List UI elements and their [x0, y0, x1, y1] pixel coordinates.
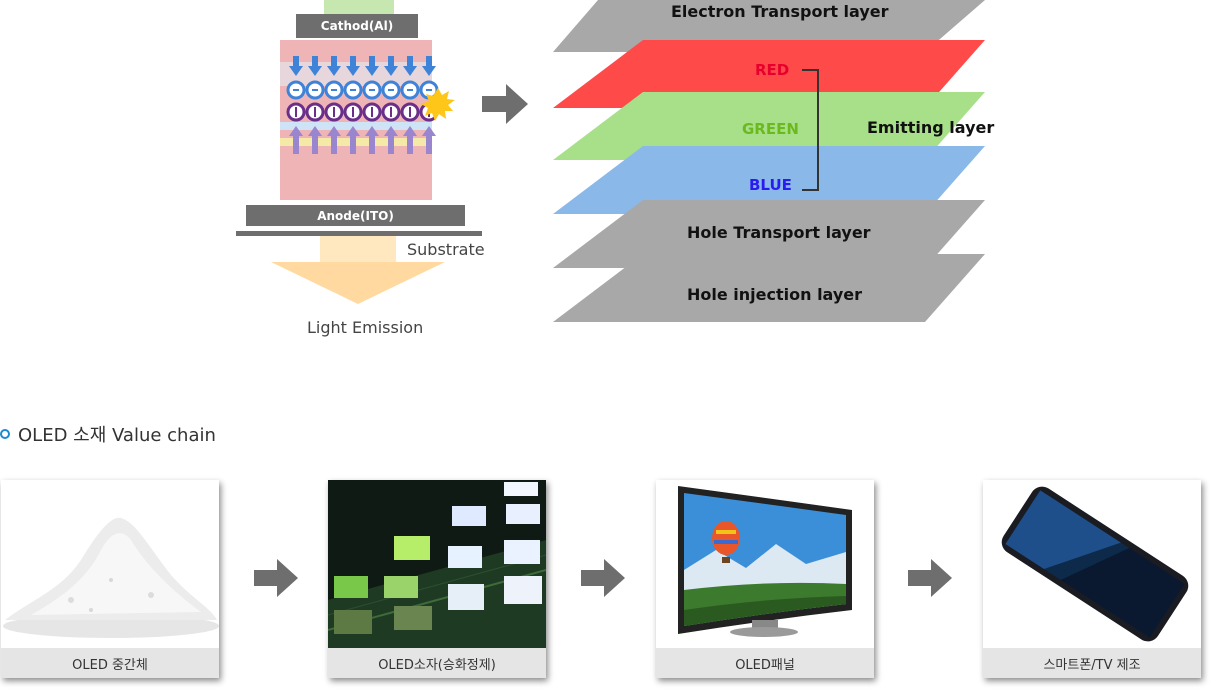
value-chain-title: OLED 소재 Value chain — [18, 425, 216, 446]
hole-transport-label: Hole Transport layer — [687, 223, 871, 242]
circle-bullet-icon — [0, 429, 10, 439]
green-label: GREEN — [742, 120, 799, 138]
step-label: OLED 중간체 — [1, 648, 219, 678]
top-light-strip — [324, 0, 394, 14]
blue-label: BLUE — [749, 176, 792, 194]
hole-injection-plane — [553, 254, 985, 322]
emitting-bracket — [802, 69, 819, 191]
emitting-layer-label: Emitting layer — [867, 118, 995, 137]
smartphone-image — [983, 480, 1201, 648]
step-label: 스마트폰/TV 제조 — [983, 648, 1201, 678]
red-plane — [553, 40, 985, 108]
electron-transport-label: Electron Transport layer — [671, 2, 889, 21]
emission-starburst-icon — [421, 88, 455, 121]
right-arrow-icon — [908, 559, 952, 597]
red-label: RED — [755, 61, 790, 79]
green-plane — [553, 92, 985, 160]
led-chips-image — [328, 480, 546, 648]
value-chain-step-device: OLED소자(승화정제) — [328, 480, 546, 678]
device-cross-section-graphic — [236, 0, 482, 304]
light-emission-label: Light Emission — [307, 318, 424, 337]
hole-transport-plane — [553, 200, 985, 268]
hole-circles — [286, 102, 439, 122]
anode-label: Anode(ITO) — [246, 205, 465, 226]
value-chain-step-intermediate: OLED 중간체 — [1, 480, 219, 678]
step-label: OLED소자(승화정제) — [328, 648, 546, 678]
step-label: OLED패널 — [656, 648, 874, 678]
electron-arrows — [289, 56, 436, 76]
right-arrow-icon — [254, 559, 298, 597]
hole-arrows — [289, 126, 436, 154]
blue-plane — [553, 146, 985, 214]
right-arrow-icon — [482, 84, 528, 124]
hole-injection-label: Hole injection layer — [687, 285, 863, 304]
value-chain-step-manufacturing: 스마트폰/TV 제조 — [983, 480, 1201, 678]
tv-panel-image — [656, 480, 874, 648]
value-chain-step-panel: OLED패널 — [656, 480, 874, 678]
powder-image — [1, 480, 219, 648]
right-arrow-icon — [581, 559, 625, 597]
light-emission-arrow — [271, 232, 445, 304]
electron-transport-plane — [553, 0, 985, 52]
substrate-line — [236, 231, 482, 236]
value-chain-heading: OLED 소재 Value chain — [0, 422, 216, 446]
electron-circles — [286, 80, 439, 100]
substrate-label: Substrate — [407, 240, 485, 259]
layer-stack-graphic — [553, 0, 985, 322]
cathode-label: Cathod(Al) — [296, 14, 418, 38]
